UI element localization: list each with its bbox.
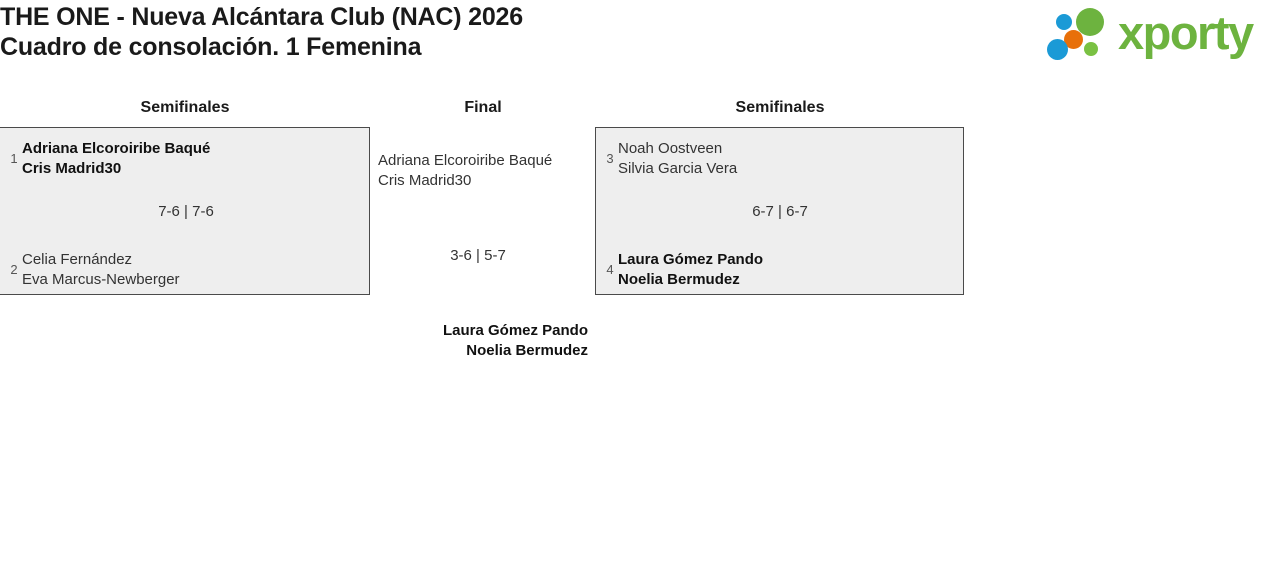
team-names: Adriana Elcoroiribe Baqué Cris Madrid30: [378, 151, 552, 191]
round-header-final: Final: [464, 99, 502, 116]
logo-dot-green-small: [1084, 42, 1098, 56]
player-name-1: Noah Oostveen: [618, 140, 723, 157]
player-name-1: Adriana Elcoroiribe Baqué: [22, 140, 211, 157]
round-header-right-semifinals: Semifinales: [735, 99, 825, 116]
match-right-semifinal-team-bottom[interactable]: 4 Laura Gómez Pando Noelia Bermudez: [602, 250, 763, 290]
player-name-1: Laura Gómez Pando: [618, 251, 764, 268]
logo-wordmark: xporty: [1118, 6, 1254, 59]
seed-number: 1: [10, 151, 18, 166]
team-names: Noah Oostveen Silvia Garcia Vera: [618, 139, 737, 179]
match-left-semifinal[interactable]: 1 Adriana Elcoroiribe Baqué Cris Madrid3…: [0, 127, 370, 295]
match-right-semifinal-team-top[interactable]: 3 Noah Oostveen Silvia Garcia Vera: [602, 139, 737, 179]
seed-number: 4: [606, 262, 614, 277]
match-final-team-bottom[interactable]: Laura Gómez Pando Noelia Bermudez: [378, 321, 588, 361]
logo-dot-orange: [1064, 30, 1083, 49]
player-name-1: Celia Fernández: [22, 251, 133, 268]
match-final-score: 3-6 | 5-7: [450, 247, 506, 264]
logo-dot-blue-small: [1056, 14, 1072, 30]
draw-subtitle: Cuadro de consolación. 1 Femenina: [0, 33, 422, 61]
tournament-name: THE ONE - Nueva Alcántara Club (NAC) 202…: [0, 3, 523, 31]
logo-dot-green-large: [1076, 8, 1104, 36]
seed-number: 2: [10, 262, 18, 277]
match-left-semifinal-team-bottom[interactable]: 2 Celia Fernández Eva Marcus-Newberger: [6, 250, 180, 290]
logo-dots-icon: [1046, 6, 1118, 62]
team-names: Laura Gómez Pando Noelia Bermudez: [378, 321, 588, 361]
team-names: Adriana Elcoroiribe Baqué Cris Madrid30: [22, 139, 210, 179]
match-left-semifinal-score: 7-6 | 7-6: [158, 203, 214, 220]
round-header-left-semifinals: Semifinales: [140, 99, 230, 116]
player-name-2: Silvia Garcia Vera: [618, 160, 738, 177]
player-name-2: Noelia Bermudez: [618, 271, 740, 288]
page-header: THE ONE - Nueva Alcántara Club (NAC) 202…: [0, 0, 1280, 80]
logo-dot-blue-large: [1047, 39, 1068, 60]
tournament-title-block: THE ONE - Nueva Alcántara Club (NAC) 202…: [0, 2, 760, 62]
team-names: Laura Gómez Pando Noelia Bermudez: [618, 250, 763, 290]
player-name-2: Cris Madrid30: [378, 172, 472, 189]
xporty-logo[interactable]: xporty: [1040, 4, 1272, 64]
seed-number: 3: [606, 151, 614, 166]
match-right-semifinal-score: 6-7 | 6-7: [752, 203, 808, 220]
player-name-1: Laura Gómez Pando: [442, 322, 588, 339]
player-name-2: Eva Marcus-Newberger: [22, 271, 180, 288]
team-names: Celia Fernández Eva Marcus-Newberger: [22, 250, 180, 290]
match-final[interactable]: Adriana Elcoroiribe Baqué Cris Madrid30 …: [378, 127, 588, 367]
match-left-semifinal-team-top[interactable]: 1 Adriana Elcoroiribe Baqué Cris Madrid3…: [6, 139, 210, 179]
player-name-2: Cris Madrid30: [22, 160, 122, 177]
match-right-semifinal[interactable]: 3 Noah Oostveen Silvia Garcia Vera 6-7 |…: [595, 127, 964, 295]
player-name-1: Adriana Elcoroiribe Baqué: [378, 152, 553, 169]
match-final-team-top[interactable]: Adriana Elcoroiribe Baqué Cris Madrid30: [378, 151, 552, 191]
player-name-2: Noelia Bermudez: [466, 342, 588, 359]
